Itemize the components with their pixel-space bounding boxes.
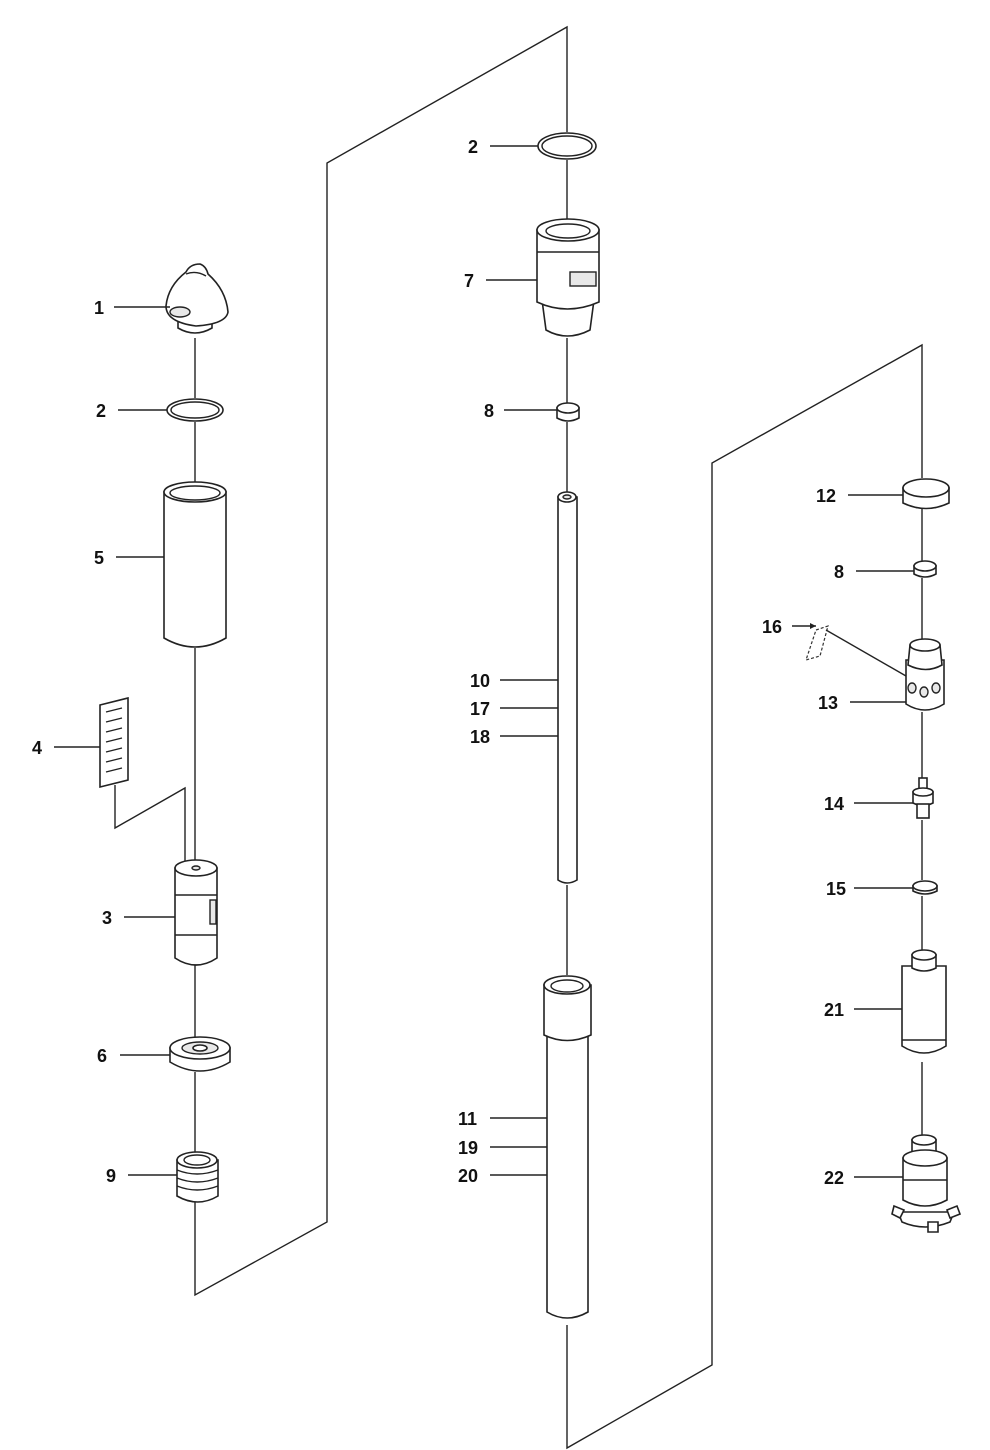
callout-2: 2	[468, 137, 478, 157]
o-ring-inner	[541, 135, 593, 157]
part-11-outer-tube	[543, 975, 592, 1319]
callout-12: 12	[816, 486, 836, 506]
callout-14: 14	[824, 794, 844, 814]
part-13-valve-housing	[905, 638, 945, 711]
part-8-bushing	[913, 560, 937, 578]
part-16-pin	[805, 625, 907, 677]
o-ring-inner	[170, 401, 220, 419]
callout-4: 4	[32, 738, 42, 758]
part-15-o-ring	[912, 880, 938, 895]
part-2-o-ring	[537, 132, 597, 160]
assembly-path-line	[194, 25, 568, 1297]
callout-7: 7	[464, 271, 474, 291]
callout-8: 8	[834, 562, 844, 582]
callout-21: 21	[824, 1000, 844, 1020]
part-22-quick-coupler	[891, 1134, 962, 1233]
part-6-washer	[169, 1036, 231, 1072]
part-8-bushing	[556, 402, 580, 422]
callout-3: 3	[102, 908, 112, 928]
part-14-valve-stem	[912, 777, 934, 819]
callout-22: 22	[824, 1168, 844, 1188]
part-1-nozzle-cap	[165, 263, 229, 334]
callout-18: 18	[470, 727, 490, 747]
callout-2: 2	[96, 401, 106, 421]
part-21-cylinder	[901, 949, 947, 1054]
callout-20: 20	[458, 1166, 478, 1186]
callout-13: 13	[818, 693, 838, 713]
callout-1: 1	[94, 298, 104, 318]
part-9-threaded-plug	[176, 1151, 219, 1203]
part-12-ring	[902, 478, 950, 510]
leader-lines	[54, 145, 914, 1178]
part-10-lance-tube	[557, 491, 578, 884]
callout-9: 9	[106, 1166, 116, 1186]
assembly-path-line	[566, 343, 923, 1450]
part-4-filter-strip	[99, 696, 129, 789]
callout-15: 15	[826, 879, 846, 899]
callout-16: 16	[762, 617, 782, 637]
arrow-head	[810, 623, 816, 629]
callout-6: 6	[97, 1046, 107, 1066]
callout-10: 10	[470, 671, 490, 691]
callout-11: 11	[458, 1109, 477, 1129]
part-3-body	[174, 859, 218, 966]
callout-19: 19	[458, 1138, 478, 1158]
callout-5: 5	[94, 548, 104, 568]
callout-8: 8	[484, 401, 494, 421]
connector-line	[114, 785, 186, 862]
part-7-coupling-nut	[536, 218, 600, 337]
callout-17: 17	[470, 699, 490, 719]
part-5-sleeve	[163, 481, 227, 648]
